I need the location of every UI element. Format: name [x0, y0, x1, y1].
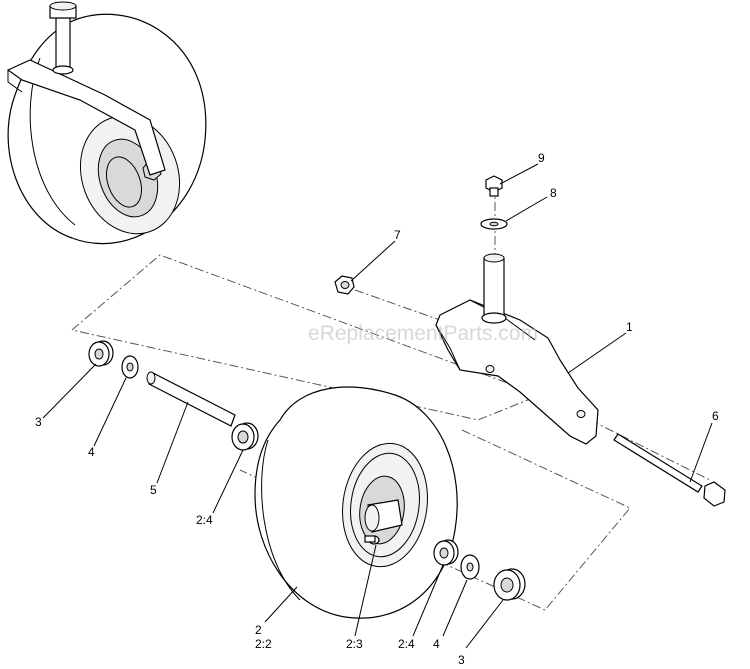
callout-6: 6: [712, 409, 719, 423]
lock-nut-7: [334, 275, 355, 295]
callout-5: 5: [150, 483, 157, 497]
caster-fork: [435, 253, 599, 445]
callout-2-4-left: 2:4: [196, 513, 213, 527]
callout-3-left: 3: [35, 415, 42, 429]
assembled-caster-wheel: [6, 1, 207, 245]
washer-8: [480, 218, 508, 230]
callout-labels: 1 9 8 7 6 3 4 5 2:4 2 2:2 2:3 2:4 4 3: [35, 151, 719, 667]
callout-4-right: 4: [433, 637, 440, 651]
callout-2-2: 2:2: [255, 637, 272, 651]
callout-2-3: 2:3: [346, 637, 363, 651]
callout-4-left: 4: [88, 445, 95, 459]
washer-4-right: [460, 554, 480, 580]
bearing-3-right: [493, 568, 526, 601]
bearing-2-4-right: [433, 539, 459, 566]
wheel-assembly-2: [254, 386, 458, 619]
bearing-2-4-left: [231, 422, 259, 451]
leader-lines: [42, 163, 713, 649]
axle-bolt-6: [613, 433, 726, 507]
callout-8: 8: [550, 186, 557, 200]
bearing-3-left: [88, 340, 114, 367]
callout-1: 1: [626, 320, 633, 334]
callout-7: 7: [394, 228, 401, 242]
watermark: eReplacementParts.com: [308, 322, 538, 345]
spacer-tube-5: [146, 371, 236, 427]
callout-9: 9: [538, 151, 545, 165]
washer-4-left: [121, 355, 139, 379]
callout-2: 2: [255, 623, 262, 637]
bolt-9: [485, 175, 503, 197]
callout-2-4-right: 2:4: [398, 637, 415, 651]
callout-3-right: 3: [458, 653, 465, 667]
